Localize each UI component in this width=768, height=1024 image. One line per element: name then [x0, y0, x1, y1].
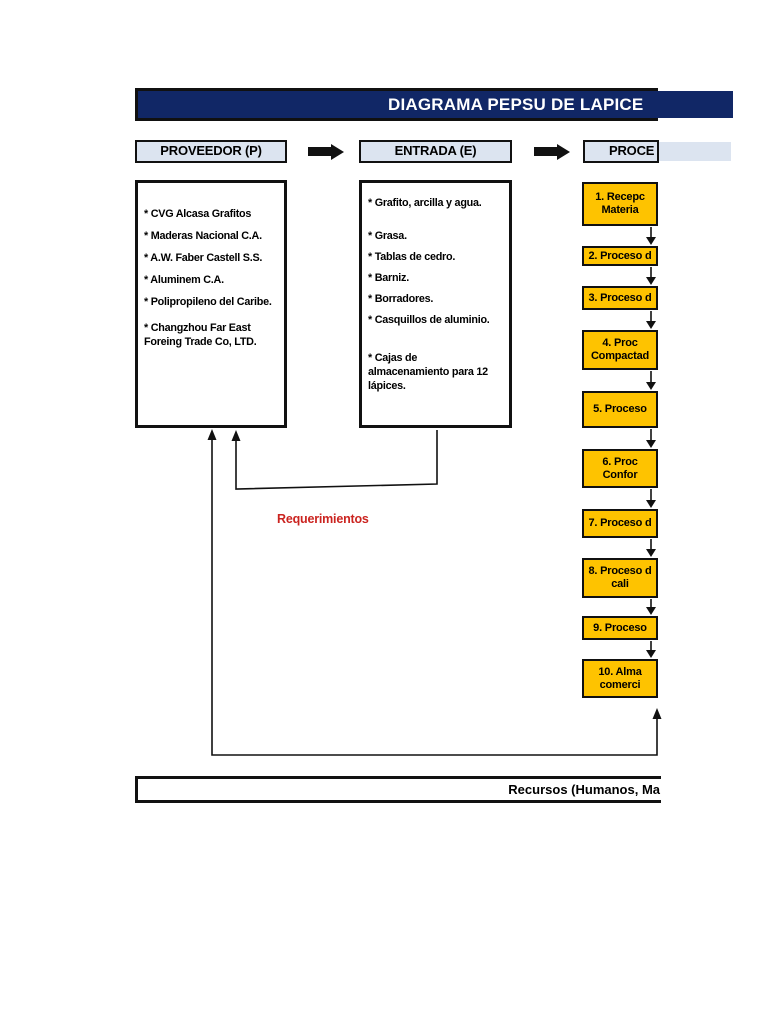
flow-arrow-icon: [308, 147, 331, 156]
process-step-5: 5. Proceso: [582, 391, 658, 428]
process-step-9: 9. Proceso: [582, 616, 658, 640]
list-item: * Borradores.: [368, 293, 434, 305]
header-entrada: ENTRADA (E): [359, 140, 512, 163]
list-item: * Grasa.: [368, 230, 407, 242]
proveedor-box: * CVG Alcasa Grafitos * Maderas Nacional…: [135, 180, 287, 428]
header-proceso-fill: [659, 142, 731, 161]
list-item: * Aluminem C.A.: [144, 274, 224, 286]
header-proceso: PROCE: [583, 140, 659, 163]
title-bar: DIAGRAMA PEPSU DE LAPICE: [135, 88, 658, 121]
feedback-arrow-entrada: [231, 430, 438, 490]
process-step-7: 7. Proceso d: [582, 509, 658, 538]
list-item: * Tablas de cedro.: [368, 251, 456, 263]
list-item: * Casquillos de aluminio.: [368, 314, 490, 326]
recursos-bar: Recursos (Humanos, Ma: [135, 776, 661, 803]
entrada-box: * Grafito, arcilla y agua. * Grasa. * Ta…: [359, 180, 512, 428]
list-item: * Cajas de almacenamiento para 12 lápice…: [368, 352, 488, 392]
process-step-8: 8. Proceso d cali: [582, 558, 658, 598]
page-title: DIAGRAMA PEPSU DE LAPICE: [388, 95, 644, 114]
list-item: * Grafito, arcilla y agua.: [368, 197, 482, 209]
list-item: * A.W. Faber Castell S.S.: [144, 252, 263, 264]
process-step-2: 2. Proceso d: [582, 246, 658, 266]
requerimientos-label: Requerimientos: [277, 512, 369, 526]
list-item: * Maderas Nacional C.A.: [144, 230, 262, 242]
flow-arrow-icon: [534, 147, 557, 156]
list-item: * CVG Alcasa Grafitos: [144, 208, 252, 220]
list-item: * Polipropileno del Caribe.: [144, 296, 272, 308]
process-step-4: 4. Proc Compactad: [582, 330, 658, 370]
process-step-6: 6. Proc Confor: [582, 449, 658, 488]
process-step-10: 10. Alma comerci: [582, 659, 658, 698]
header-proveedor: PROVEEDOR (P): [135, 140, 287, 163]
title-bar-fill: [135, 91, 733, 118]
process-step-3: 3. Proceso d: [582, 286, 658, 310]
list-item: * Barniz.: [368, 272, 409, 284]
list-item: * Changzhou Far East Foreing Trade Co, L…: [144, 322, 257, 348]
process-step-1: 1. Recepc Materia: [582, 182, 658, 226]
